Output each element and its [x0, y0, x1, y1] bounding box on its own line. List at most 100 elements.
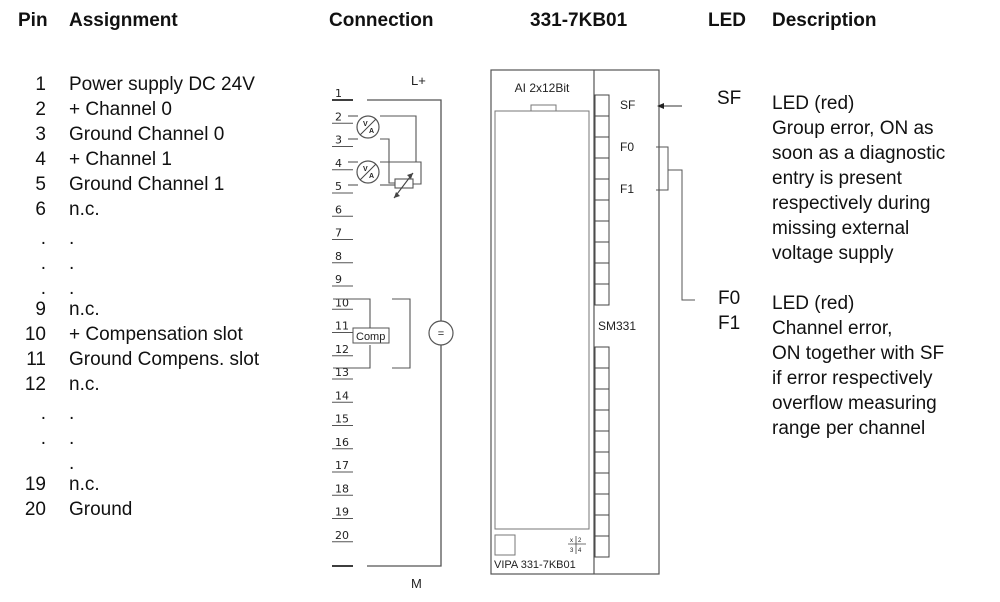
- svg-text:V: V: [363, 121, 368, 128]
- pin-number: .: [40, 253, 46, 274]
- meter-icon-channel-0: V A: [356, 115, 380, 139]
- potentiometer-icon: [393, 172, 414, 199]
- led-strip-top: [594, 94, 610, 306]
- led-segment: [594, 514, 610, 537]
- pin-number: 2: [35, 99, 46, 120]
- terminal-number: 20: [335, 529, 349, 542]
- m-label: M: [411, 576, 422, 591]
- pin-number: 10: [24, 324, 46, 345]
- module-led-sf: SF: [620, 98, 635, 112]
- description-line: entry is present: [772, 168, 902, 189]
- pin-number: .: [40, 278, 46, 299]
- module-housing: [490, 69, 660, 575]
- header-led: LED: [708, 10, 746, 31]
- header-connection: Connection: [329, 10, 434, 31]
- pin-number: 6: [35, 199, 46, 220]
- terminal-number: 8: [335, 250, 342, 263]
- led-segment: [594, 346, 610, 369]
- terminal-number: 13: [335, 366, 349, 379]
- description-line: Group error, ON as: [772, 118, 934, 139]
- led-segment: [594, 136, 610, 159]
- pin-assignment: Ground Channel 0: [69, 124, 225, 145]
- terminal-number: 14: [335, 389, 349, 402]
- description-line: LED (red): [772, 293, 855, 314]
- pin-assignment: + Compensation slot: [69, 324, 243, 345]
- led-segment: [594, 262, 610, 285]
- terminal-number: 7: [335, 227, 342, 240]
- f0-f1-bracket: [656, 146, 669, 191]
- terminal-number: 11: [335, 320, 349, 333]
- meter-icon-channel-1: V A: [356, 160, 380, 184]
- pin-number: 11: [26, 349, 46, 370]
- led-name-f1: F1: [718, 313, 741, 334]
- pin-number: 12: [24, 374, 46, 395]
- led-segment: [594, 94, 610, 117]
- led-segment: [594, 220, 610, 243]
- terminal-number: 1: [335, 87, 342, 100]
- terminal-number: 2: [335, 110, 342, 123]
- pin-number: 5: [35, 174, 46, 195]
- header-assignment: Assignment: [69, 10, 178, 31]
- terminal-number: 10: [335, 296, 349, 309]
- led-segment: [594, 115, 610, 138]
- led-segment: [594, 241, 610, 264]
- svg-text:x: x: [570, 538, 573, 544]
- svg-text:A: A: [369, 173, 374, 180]
- led-strip-bottom: [594, 346, 610, 558]
- dc-supply-icon: =: [428, 320, 454, 346]
- svg-text:2: 2: [578, 538, 582, 544]
- pin-assignment: + Channel 1: [69, 149, 172, 170]
- terminal-number: 17: [335, 459, 349, 472]
- pin-number: 1: [35, 74, 46, 95]
- led-segment: [594, 199, 610, 222]
- terminal-number: 9: [335, 273, 342, 286]
- pin-number: 3: [35, 124, 46, 145]
- l-plus-label: L+: [411, 73, 426, 88]
- module-bottom-label: VIPA 331-7KB01: [494, 559, 576, 571]
- pin-assignment: n.c.: [69, 474, 100, 495]
- pin-assignment: .: [69, 253, 75, 274]
- terminal-number: 5: [335, 180, 342, 193]
- svg-text:V: V: [363, 166, 368, 173]
- sf-arrow-icon: [657, 103, 682, 109]
- pin-assignment: .: [69, 428, 75, 449]
- f0-f1-leader: [668, 169, 695, 301]
- svg-text:4: 4: [578, 548, 582, 554]
- pin-assignment: Ground Channel 1: [69, 174, 225, 195]
- header-description: Description: [772, 10, 877, 31]
- svg-text:A: A: [369, 128, 374, 135]
- description-line: missing external: [772, 218, 910, 239]
- led-name-f0: F0: [718, 288, 741, 309]
- header-module: 331-7KB01: [530, 10, 628, 31]
- svg-text:3: 3: [570, 548, 574, 554]
- svg-text:=: =: [438, 328, 444, 340]
- pin-assignment: Ground: [69, 499, 133, 520]
- terminal-number: 3: [335, 134, 342, 147]
- terminal-number: 4: [335, 157, 342, 170]
- pin-assignment: n.c.: [69, 299, 100, 320]
- description-line: Channel error,: [772, 318, 893, 339]
- description-line: range per channel: [772, 418, 926, 439]
- pin-assignment: Ground Compens. slot: [69, 349, 260, 370]
- description-line: voltage supply: [772, 243, 894, 264]
- pin-number: 4: [35, 149, 46, 170]
- led-segment: [594, 472, 610, 495]
- pin-assignment: Power supply DC 24V: [69, 74, 255, 95]
- compensation-wiring: [333, 298, 411, 369]
- pin-number: 19: [24, 474, 46, 495]
- led-segment: [594, 178, 610, 201]
- module-led-f1: F1: [620, 182, 634, 196]
- led-segment: [594, 430, 610, 453]
- pin-assignment: .: [69, 403, 75, 424]
- pin-assignment: .: [69, 453, 75, 474]
- led-segment: [594, 157, 610, 180]
- header-pin: Pin: [18, 10, 48, 31]
- pin-assignment: n.c.: [69, 374, 100, 395]
- pin-number: .: [40, 403, 46, 424]
- led-segment: [594, 451, 610, 474]
- module-type-label: AI 2x12Bit: [515, 81, 570, 95]
- terminal-number: 15: [335, 413, 349, 426]
